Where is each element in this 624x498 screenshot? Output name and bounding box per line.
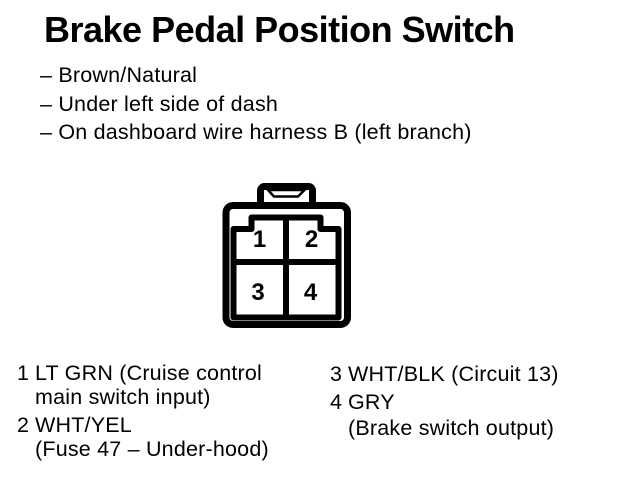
- legend-item-pin-4: 4 GRY (Brake switch output): [330, 389, 559, 441]
- legend-pin-description: LT GRN (Cruise control main switch input…: [35, 361, 262, 409]
- connector-latch-slot: [265, 188, 308, 198]
- legend-pin-number: 3: [330, 362, 343, 386]
- legend-pin-number: 2: [17, 413, 30, 437]
- connector-diagram: 1 2 3 4: [205, 175, 370, 340]
- pin-label-3: 3: [251, 279, 264, 306]
- bullet-item: – Under left side of dash: [40, 91, 279, 116]
- legend-description-line: main switch input): [35, 385, 211, 409]
- legend-pin-description: GRY (Brake switch output): [348, 389, 554, 441]
- legend-item-pin-1: 1 LT GRN (Cruise control main switch inp…: [17, 361, 269, 409]
- legend-pin-number: 4: [330, 390, 343, 414]
- legend-pin-number: 1: [17, 361, 30, 385]
- legend-pin-description: WHT/YEL (Fuse 47 – Under-hood): [35, 413, 269, 461]
- legend-description-line: LT GRN (Cruise control: [35, 361, 263, 385]
- legend-description-line: WHT/BLK (Circuit 13): [348, 362, 559, 386]
- pin-label-2: 2: [305, 226, 318, 253]
- pin-legend-left-column: 1 LT GRN (Cruise control main switch inp…: [17, 361, 269, 465]
- pin-legend-right-column: 3 WHT/BLK (Circuit 13) 4 GRY (Brake swit…: [330, 361, 559, 443]
- pin-label-4: 4: [304, 279, 318, 306]
- legend-item-pin-3: 3 WHT/BLK (Circuit 13): [330, 361, 559, 387]
- bullet-item: – On dashboard wire harness B (left bran…: [40, 120, 472, 144]
- legend-description-line: WHT/YEL: [35, 413, 132, 437]
- bullet-list: – Brown/Natural – Under left side of das…: [40, 61, 472, 147]
- legend-description-line: (Fuse 47 – Under-hood): [35, 437, 269, 461]
- legend-pin-description: WHT/BLK (Circuit 13): [348, 361, 559, 387]
- bullet-item: – Brown/Natural: [40, 63, 198, 87]
- pin-cavity-4: [283, 259, 342, 321]
- connector-svg: 1 2 3 4: [222, 183, 351, 328]
- pin-label-1: 1: [253, 226, 266, 253]
- legend-item-pin-2: 2 WHT/YEL (Fuse 47 – Under-hood): [17, 413, 269, 461]
- legend-description-line: GRY: [348, 390, 395, 414]
- legend-description-line: (Brake switch output): [348, 416, 555, 440]
- page-title: Brake Pedal Position Switch: [44, 9, 515, 50]
